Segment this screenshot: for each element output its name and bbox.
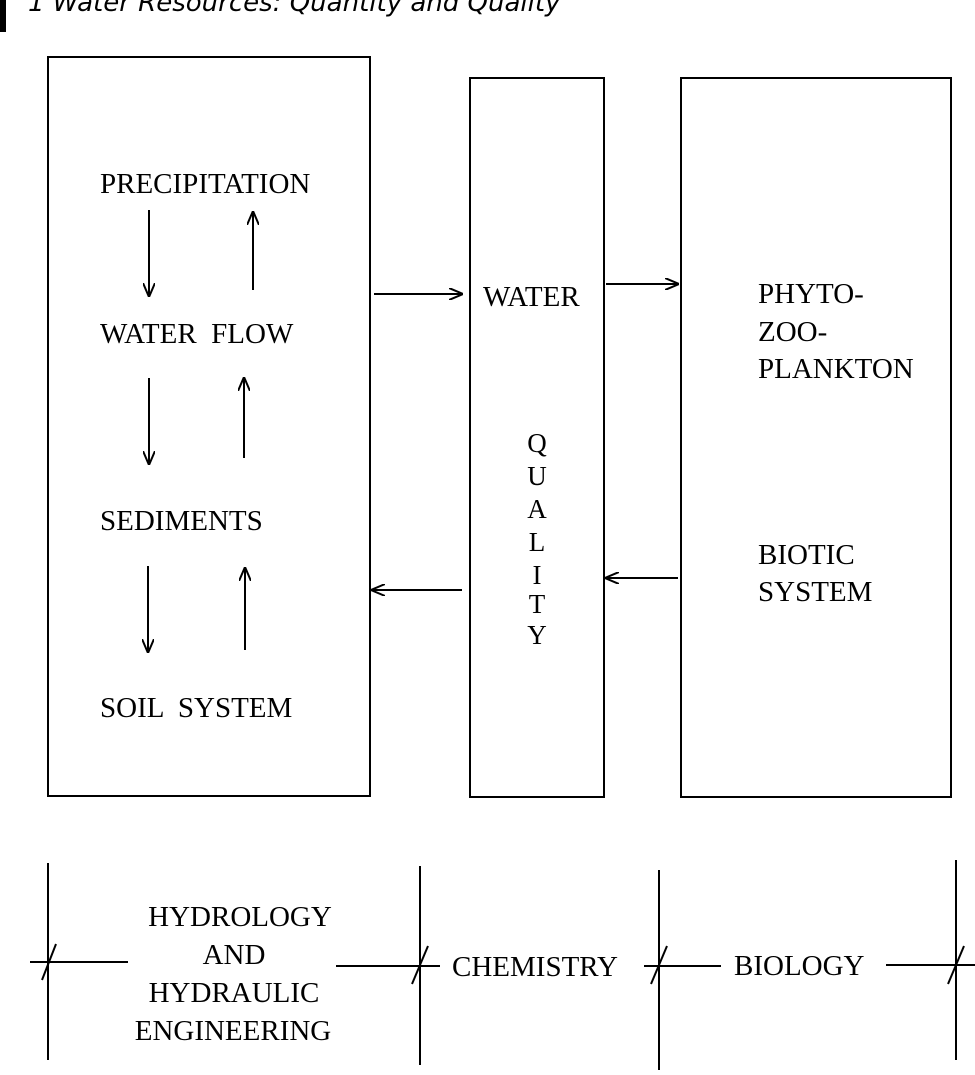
- hydrology-box: [47, 56, 371, 797]
- precipitation-label: PRECIPITATION: [100, 168, 310, 200]
- system-label: SYSTEM: [758, 576, 872, 608]
- biotic-box: [680, 77, 952, 798]
- quality-letter: T: [529, 589, 546, 619]
- phyto-label: PHYTO-: [758, 278, 864, 310]
- biotic-label: BIOTIC: [758, 539, 855, 571]
- and-label: AND: [203, 939, 266, 971]
- quality-letter: A: [527, 494, 547, 524]
- chemistry-label: CHEMISTRY: [452, 951, 618, 983]
- quality-letter: L: [529, 527, 546, 557]
- tick-mark: [41, 943, 57, 981]
- water-label: WATER: [483, 281, 580, 313]
- tick-mark: [411, 945, 429, 985]
- engineering-label: ENGINEERING: [135, 1015, 332, 1047]
- soil-system-label: SOIL SYSTEM: [100, 692, 292, 724]
- quality-letter: Q: [527, 428, 547, 458]
- plankton-label: PLANKTON: [758, 353, 914, 385]
- water-quality-box: [469, 77, 605, 798]
- sediments-label: SEDIMENTS: [100, 505, 263, 537]
- hydraulic-label: HYDRAULIC: [149, 977, 320, 1009]
- tick-mark: [947, 945, 965, 985]
- header-bar: [0, 0, 6, 32]
- page-header: 1 Water Resources: Quantity and Quality: [28, 0, 561, 18]
- biology-label: BIOLOGY: [734, 950, 865, 982]
- quality-letter: U: [527, 461, 547, 491]
- quality-letter: I: [533, 560, 542, 590]
- quality-letter: Y: [527, 620, 547, 650]
- hydrology-label: HYDROLOGY: [148, 901, 332, 933]
- tick-mark: [650, 945, 668, 985]
- water-flow-label: WATER FLOW: [100, 318, 294, 350]
- zoo-label: ZOO-: [758, 316, 827, 348]
